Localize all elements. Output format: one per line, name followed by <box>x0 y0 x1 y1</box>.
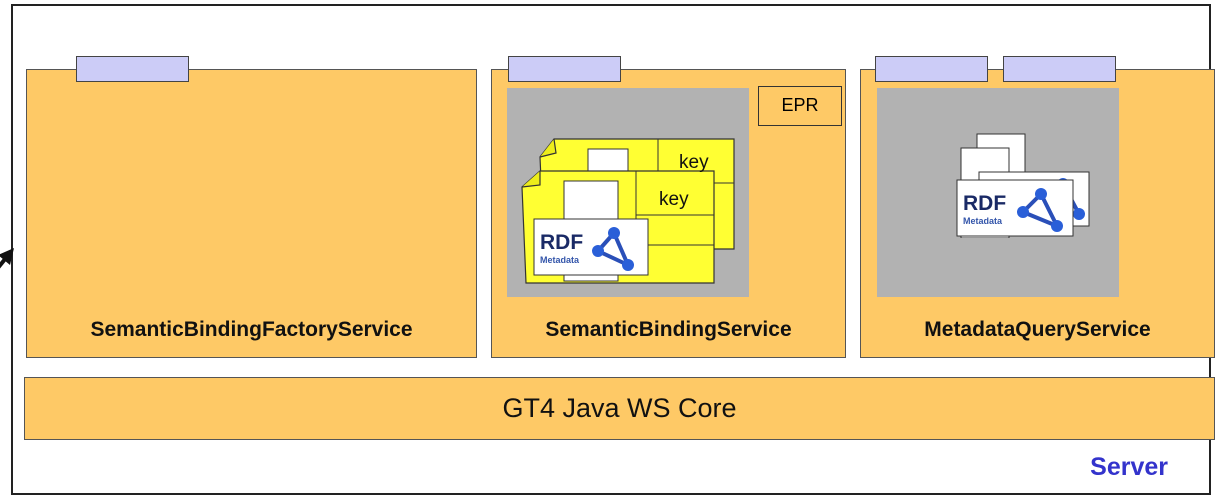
server-label: Server <box>1090 453 1168 481</box>
binding-service-label: SemanticBindingService <box>545 318 792 341</box>
binding-service-box[interactable]: EPR RDF Metadata <box>491 69 846 358</box>
factory-service-port-tab[interactable] <box>76 56 189 82</box>
binding-service-port-tab[interactable] <box>508 56 621 82</box>
incoming-arrow <box>0 248 14 269</box>
rdf-badge-text: RDF <box>540 231 583 254</box>
rdf-badge-text-query: RDF <box>963 192 1006 215</box>
resource-key-label-front: key <box>659 189 689 210</box>
rdf-badge-subtext-query: Metadata <box>963 216 1003 226</box>
query-service-box[interactable]: RDF Metadata MetadataQueryService <box>860 69 1215 358</box>
resource-stack: RDF Metadata <box>521 138 735 284</box>
factory-service-label: SemanticBindingFactoryService <box>90 318 413 341</box>
epr-box: EPR <box>758 86 842 126</box>
query-service-port-tab-1[interactable] <box>875 56 988 82</box>
resource-key-label-back: key <box>679 152 709 173</box>
factory-service-box[interactable]: SemanticBindingFactoryService <box>26 69 477 358</box>
metadata-stack: RDF Metadata <box>956 133 1090 238</box>
rdf-metadata-icon: RDF Metadata <box>533 218 649 276</box>
rdf-badge-subtext: Metadata <box>540 255 580 265</box>
query-service-label: MetadataQueryService <box>924 318 1151 341</box>
gt4-core-bar: GT4 Java WS Core <box>24 377 1215 440</box>
rdf-metadata-icon: RDF Metadata <box>956 179 1074 237</box>
query-service-port-tab-2[interactable] <box>1003 56 1116 82</box>
gt4-core-label: GT4 Java WS Core <box>502 393 737 423</box>
